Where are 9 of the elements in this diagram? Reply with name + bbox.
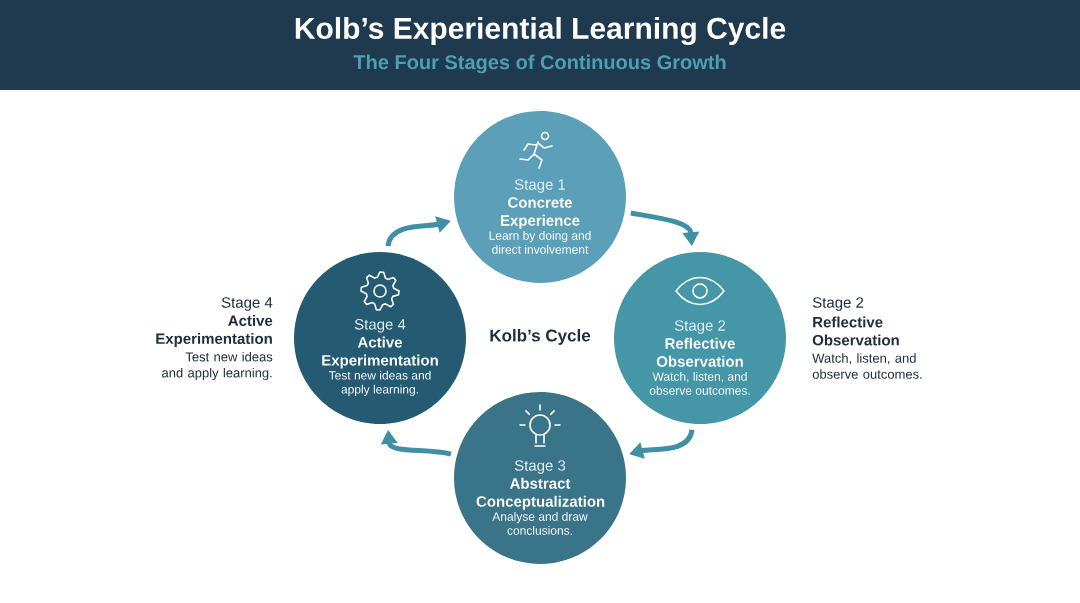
center-label: Kolb’s Cycle — [490, 329, 591, 345]
side-note: Reflective Observation — [812, 316, 899, 346]
side-note: Active Experimentation — [156, 315, 273, 347]
title: Kolb’s Experiential Learning Cycle — [295, 16, 786, 46]
subtitle: The Four Stages of Continuous Growth — [353, 54, 726, 74]
side-note: Watch, listen, and observe outcomes. — [812, 353, 922, 379]
side-note: Test new ideas and apply learning. — [162, 351, 273, 381]
side-note: Stage 4 — [221, 297, 273, 311]
side-note: Stage 2 — [812, 297, 864, 311]
